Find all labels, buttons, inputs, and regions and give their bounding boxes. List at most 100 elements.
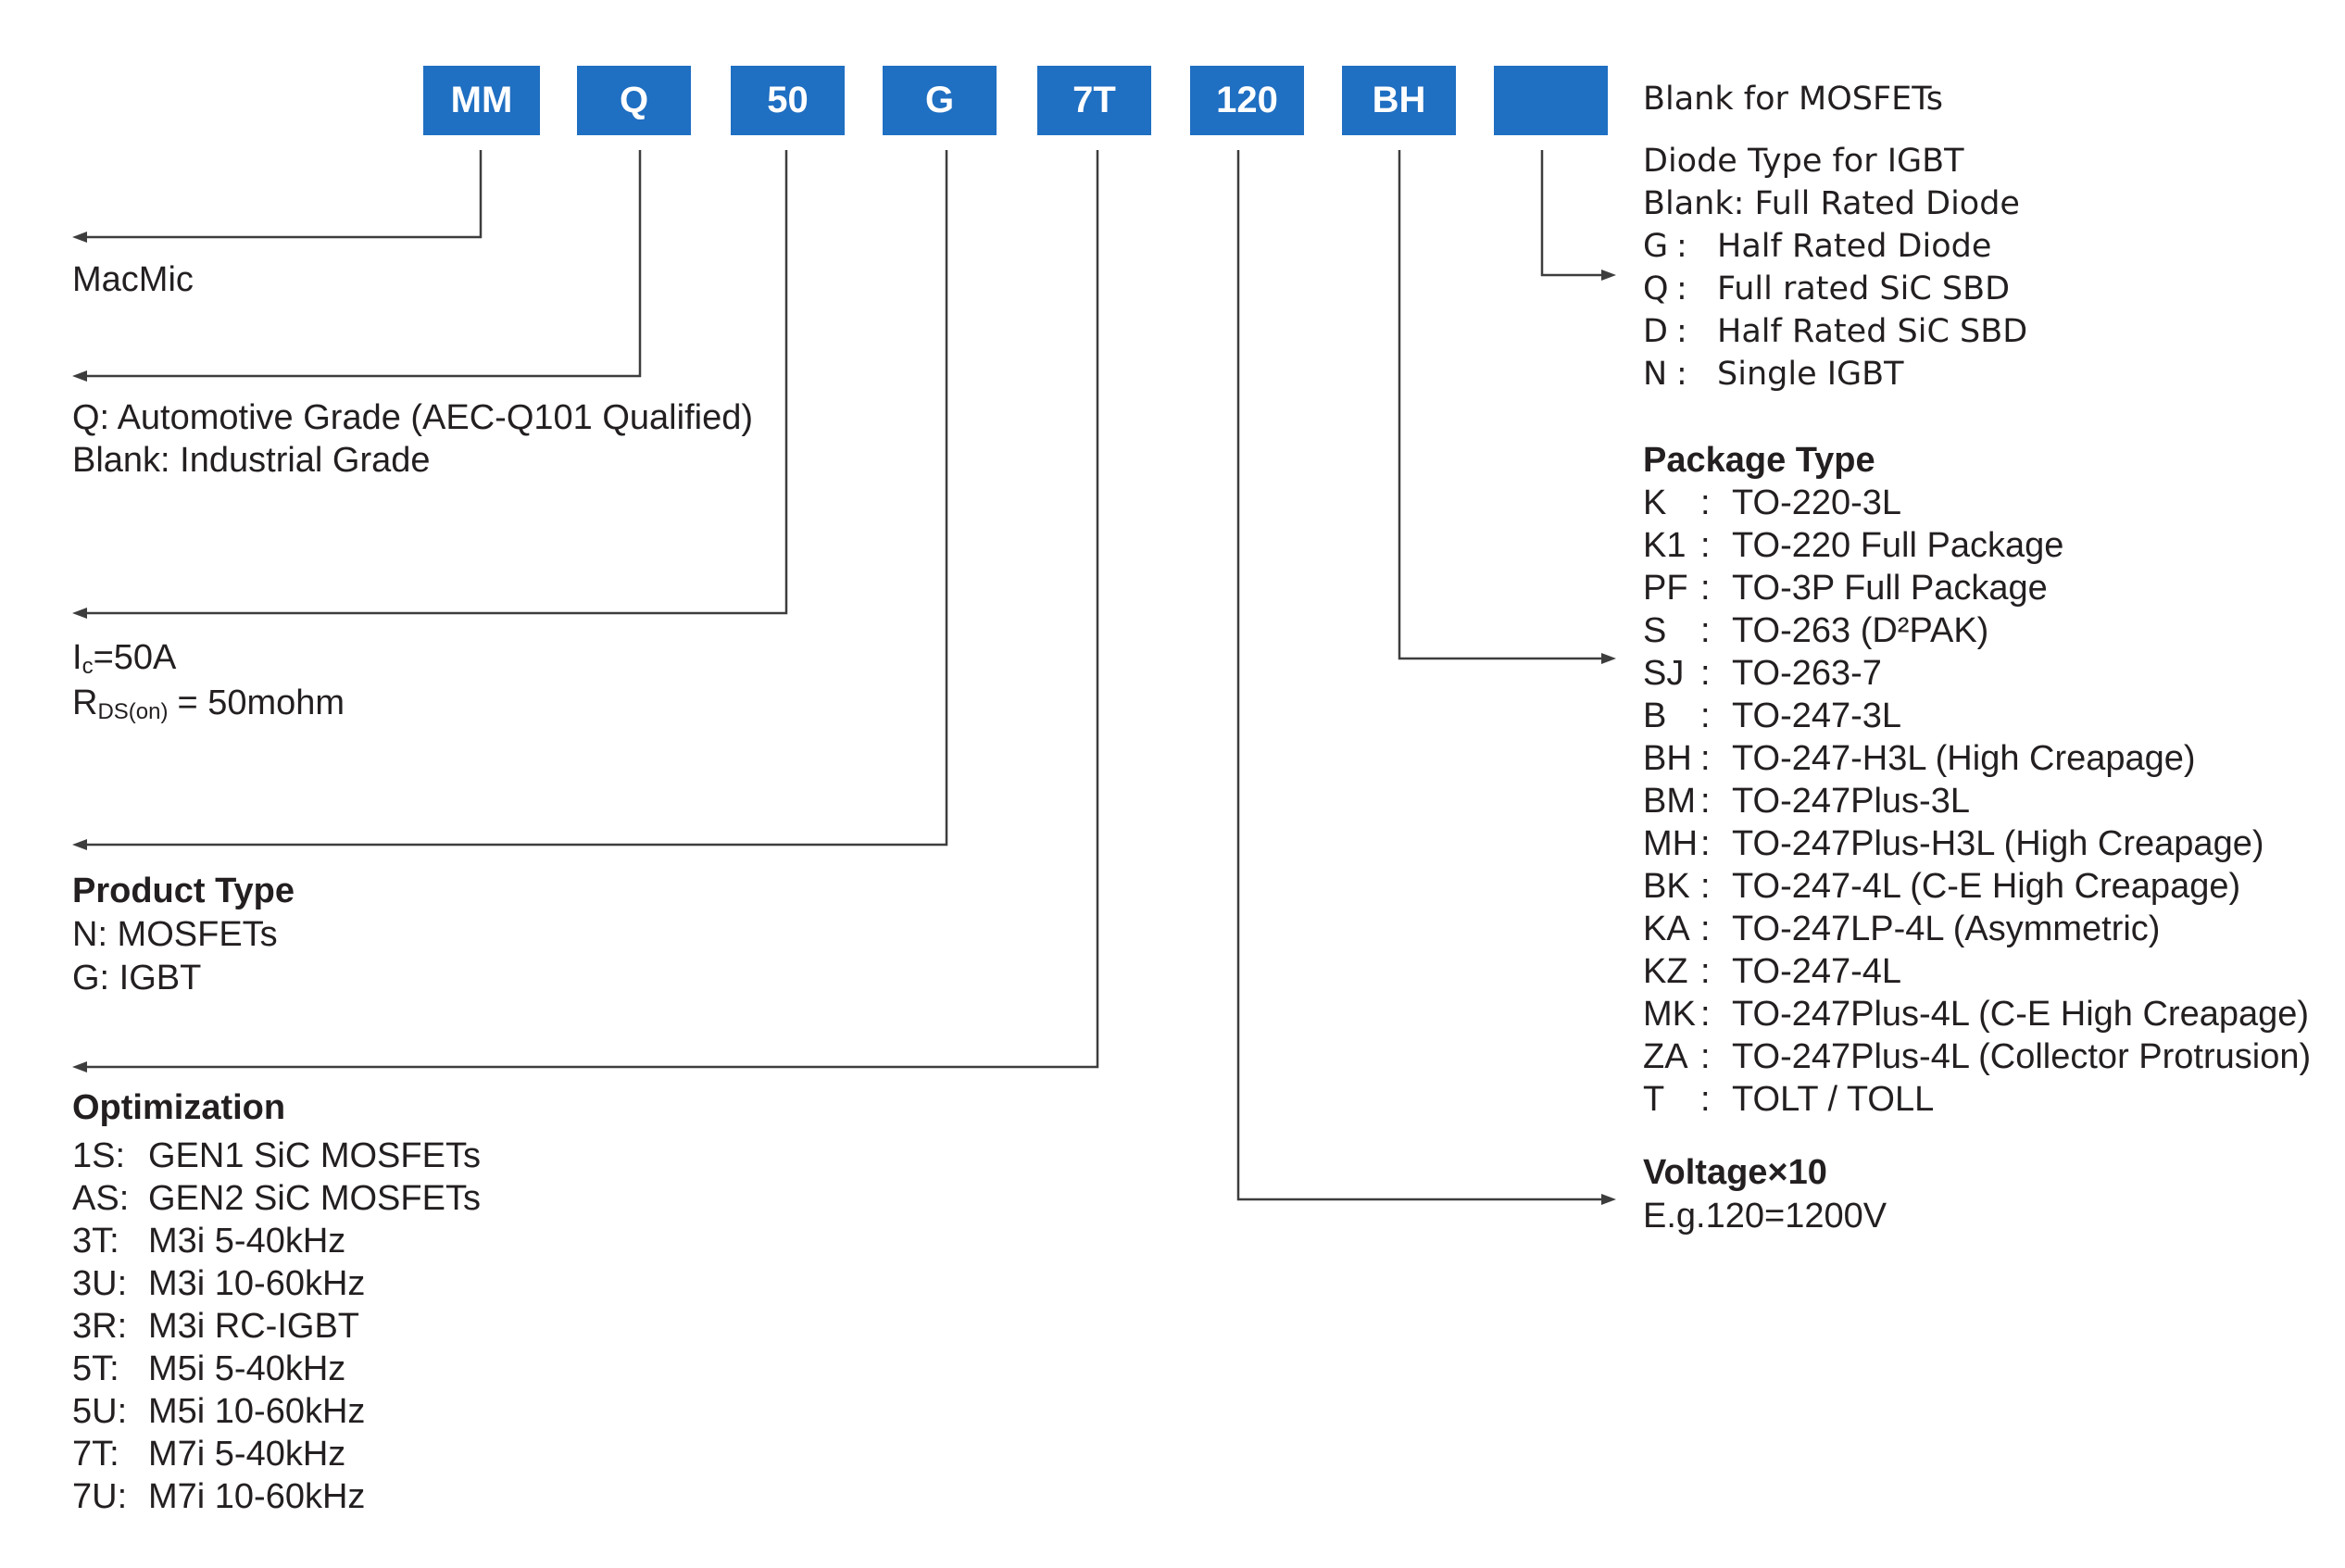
- optimization-code: 3R:: [72, 1305, 148, 1348]
- optimization-title: Optimization: [72, 1088, 286, 1127]
- diode-type-desc: Half Rated Diode: [1717, 228, 1992, 265]
- optimization-item: 7T:M7i 5-40kHz: [72, 1433, 481, 1475]
- separator: :: [1700, 1080, 1711, 1119]
- separator: :: [109, 1222, 119, 1261]
- package-type-desc: TOLT / TOLL: [1732, 1080, 1935, 1119]
- connector-manufacturer-arrowhead: [72, 232, 87, 243]
- optimization-code-text: 7U: [72, 1477, 118, 1516]
- separator: :: [1700, 696, 1711, 735]
- optimization-item: 5U:M5i 10-60kHz: [72, 1390, 481, 1433]
- package-type-item: T:TOLT / TOLL: [1643, 1078, 2311, 1121]
- rating-resistance-subscript: DS(on): [97, 699, 169, 724]
- package-type-code: B: [1643, 696, 1667, 735]
- separator: :: [119, 1179, 130, 1218]
- connector-optimization: [72, 150, 1099, 1073]
- optimization-code: 3T:: [72, 1220, 148, 1262]
- diode-type-code: Q: [1643, 270, 1669, 307]
- diode-type-code: D: [1643, 313, 1668, 350]
- package-type-item: KZ:TO-247-4L: [1643, 950, 2311, 993]
- separator: :: [1700, 1037, 1711, 1076]
- connector-diode-type-arrowhead: [1601, 270, 1616, 281]
- separator: :: [109, 1349, 119, 1388]
- segment-box-grade: Q: [577, 66, 691, 135]
- optimization-desc: GEN2 SiC MOSFETs: [148, 1179, 481, 1218]
- package-type-code: BH: [1643, 739, 1692, 778]
- optimization-code: 5U:: [72, 1390, 148, 1433]
- package-type-item: KA:TO-247LP-4L (Asymmetric): [1643, 908, 2311, 950]
- connector-grade: [72, 150, 642, 382]
- rating-block: Ic=50A RDS(on)= 50mohm: [72, 635, 345, 726]
- separator: :: [1700, 952, 1711, 991]
- package-type-desc: TO-247-4L (C-E High Creapage): [1732, 867, 2241, 906]
- package-type-code: K: [1643, 483, 1667, 522]
- optimization-item: 7U:M7i 10-60kHz: [72, 1475, 481, 1518]
- separator: :: [117, 1307, 128, 1346]
- separator: :: [117, 1264, 128, 1303]
- optimization-desc: M3i 10-60kHz: [148, 1264, 366, 1303]
- connector-product-type: [72, 150, 948, 850]
- package-type-code: PF: [1643, 569, 1688, 608]
- diode-type-code: N: [1643, 356, 1668, 393]
- package-type-item: PF:TO-3P Full Package: [1643, 567, 2311, 609]
- package-type-code: KZ: [1643, 952, 1688, 991]
- connector-manufacturer: [72, 150, 483, 243]
- package-type-item: K1:TO-220 Full Package: [1643, 524, 2311, 567]
- optimization-block: Optimization 1S:GEN1 SiC MOSFETs AS:GEN2…: [72, 1086, 481, 1518]
- separator: :: [1700, 654, 1711, 693]
- segment-box-optimization: 7T: [1037, 66, 1151, 135]
- optimization-desc: M3i 5-40kHz: [148, 1222, 346, 1261]
- connector-package: [1398, 150, 1616, 664]
- package-type-item: BK:TO-247-4L (C-E High Creapage): [1643, 865, 2311, 908]
- rating-current: Ic=50A: [72, 635, 345, 681]
- package-type-item: MH:TO-247Plus-H3L (High Creapage): [1643, 822, 2311, 865]
- package-type-item: K:TO-220-3L: [1643, 482, 2311, 524]
- connector-rating-line: [86, 150, 788, 615]
- optimization-code-text: 3T: [72, 1222, 110, 1261]
- connector-voltage-line: [1236, 150, 1602, 1201]
- mosfet-note: Blank for MOSFETs: [1643, 81, 1944, 118]
- package-type-code: KA: [1643, 909, 1690, 948]
- separator: :: [1700, 824, 1711, 863]
- diode-type-item: D:Half Rated SiC SBD: [1643, 310, 2027, 353]
- diode-type-desc: Single IGBT: [1717, 356, 1904, 393]
- package-type-code: BM: [1643, 782, 1696, 821]
- separator: :: [115, 1136, 126, 1175]
- optimization-desc: M7i 5-40kHz: [148, 1435, 346, 1474]
- package-type-code: ZA: [1643, 1037, 1688, 1076]
- separator: :: [117, 1392, 128, 1431]
- optimization-code: 3U:: [72, 1262, 148, 1305]
- diode-type-item: G:Half Rated Diode: [1643, 225, 2027, 268]
- diode-type-item: Q:Full rated SiC SBD: [1643, 268, 2027, 310]
- rating-resistance: RDS(on)= 50mohm: [72, 681, 345, 726]
- product-type-line-mosfet: N: MOSFETs: [72, 915, 278, 954]
- diode-type-code: G: [1643, 228, 1669, 265]
- package-type-desc: TO-247-3L: [1732, 696, 1902, 735]
- package-type-desc: TO-263 (D²PAK): [1732, 611, 1989, 650]
- package-type-title: Package Type: [1643, 441, 1875, 480]
- connector-diode-type: [1540, 150, 1616, 281]
- optimization-item: AS:GEN2 SiC MOSFETs: [72, 1177, 481, 1220]
- voltage-example: E.g.120=1200V: [1643, 1197, 1887, 1236]
- grade-line-automotive: Q: Automotive Grade (AEC-Q101 Qualified): [72, 398, 753, 437]
- package-type-desc: TO-3P Full Package: [1732, 569, 2048, 608]
- voltage-block: Voltage×10 E.g.120=1200V: [1643, 1151, 1887, 1238]
- connector-manufacturer-line: [86, 150, 483, 239]
- diode-type-item: N: Single IGBT: [1643, 353, 2027, 395]
- separator: :: [1676, 356, 1687, 393]
- connector-product-type-line: [86, 150, 948, 847]
- rating-resistance-symbol: R: [72, 684, 98, 722]
- grade-block: Q: Automotive Grade (AEC-Q101 Qualified)…: [72, 396, 753, 482]
- grade-line-industrial: Blank: Industrial Grade: [72, 441, 431, 480]
- optimization-desc: M7i 10-60kHz: [148, 1477, 366, 1516]
- package-type-code: MK: [1643, 995, 1696, 1034]
- separator: :: [1700, 526, 1711, 565]
- separator: :: [1700, 867, 1711, 906]
- connector-optimization-arrowhead: [72, 1061, 87, 1073]
- optimization-item: 5T:M5i 5-40kHz: [72, 1348, 481, 1390]
- optimization-code-text: 1S: [72, 1136, 116, 1175]
- diode-type-title: Diode Type for IGBT: [1643, 143, 1964, 180]
- diode-type-block: Diode Type for IGBT Blank: Full Rated Di…: [1643, 140, 2027, 395]
- manufacturer-name: MacMic: [72, 260, 194, 299]
- optimization-item: 1S:GEN1 SiC MOSFETs: [72, 1135, 481, 1177]
